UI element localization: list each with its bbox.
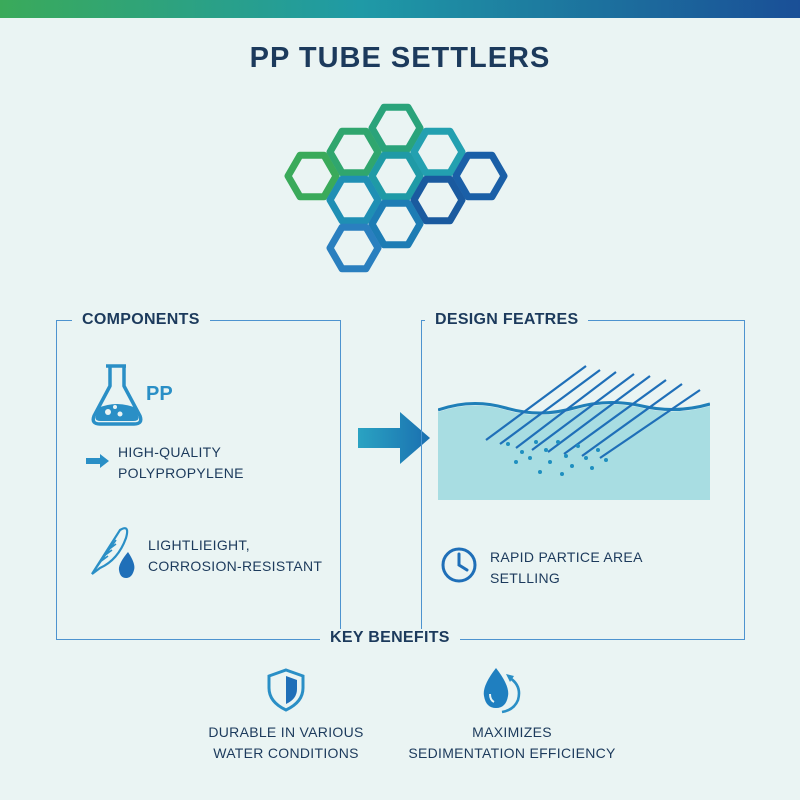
benefit1-line2: WATER CONDITIONS [213, 745, 359, 761]
honeycomb-cell [326, 127, 382, 177]
honeycomb-cell [326, 175, 382, 225]
honeycomb-cell-inner [423, 139, 453, 165]
benefit1-line1: DURABLE IN VARIOUS [208, 724, 364, 740]
honeycomb-cell-inner [297, 163, 327, 189]
shield-icon [267, 668, 305, 712]
big-arrow-icon [358, 412, 430, 464]
benefit2-line2: SEDIMENTATION EFFICIENCY [408, 745, 616, 761]
honeycomb-graphic [270, 96, 530, 286]
page-title: PP TUBE SETTLERS [249, 42, 551, 74]
honeycomb-cell [368, 103, 424, 153]
honeycomb-cell-inner [339, 235, 369, 261]
honeycomb-cell-inner [423, 187, 453, 213]
pp-badge: PP [146, 383, 173, 405]
honeycomb-cell [410, 127, 466, 177]
benefits-heading: KEY BENEFITS [320, 629, 460, 647]
item1-line1: HIGH-QUALITY [118, 444, 222, 460]
honeycomb-cell-inner [339, 187, 369, 213]
clock-icon [441, 547, 477, 583]
honeycomb-cell [368, 199, 424, 249]
feature-line2: SETLLING [490, 570, 561, 586]
item1-line2: POLYPROPYLENE [118, 465, 244, 481]
honeycomb-cell-inner [339, 139, 369, 165]
arrow-right-icon [86, 454, 109, 468]
top-gradient-bar [0, 0, 800, 18]
design-heading: DESIGN FEATRES [425, 311, 589, 329]
settling-illustration [438, 365, 710, 500]
honeycomb-cell [410, 175, 466, 225]
honeycomb-cell [452, 151, 508, 201]
item2-line1: LIGHTLIEIGHT, [148, 537, 250, 553]
flask-icon [91, 364, 143, 426]
honeycomb-icon [284, 103, 508, 273]
feather-icon [91, 527, 135, 578]
benefit2-line1: MAXIMIZES [472, 724, 552, 740]
honeycomb-cell-inner [381, 163, 411, 189]
honeycomb-cell-inner [465, 163, 495, 189]
honeycomb-cell-inner [381, 115, 411, 141]
drop-cycle-icon [483, 668, 521, 714]
honeycomb-cell-inner [381, 211, 411, 237]
honeycomb-cell [326, 223, 382, 273]
components-heading: COMPONENTS [72, 311, 210, 329]
honeycomb-cell [368, 151, 424, 201]
feature-line1: RAPID PARTICE AREA [490, 549, 643, 565]
honeycomb-cell [284, 151, 340, 201]
item2-line2: CORROSION-RESISTANT [148, 558, 323, 574]
